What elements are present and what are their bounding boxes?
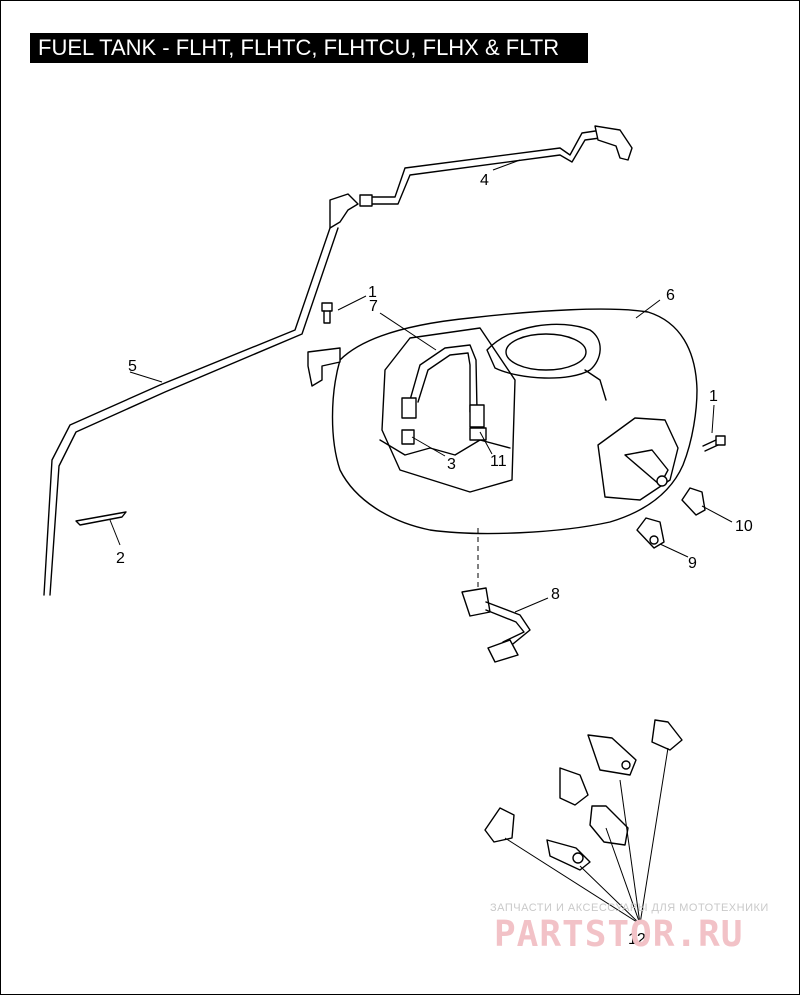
- part-7-crossover-line: [401, 344, 485, 428]
- callout-labels: 1 1 2 3 4 5 6 7 8 9 10 11 12: [116, 172, 753, 948]
- leader-lines: [109, 159, 733, 925]
- callout-12: 12: [628, 931, 646, 948]
- part-2-clip: [75, 511, 127, 526]
- callout-2: 2: [116, 550, 125, 567]
- callout-6: 6: [666, 287, 675, 304]
- callout-8: 8: [551, 586, 560, 603]
- part-11-fitting: [469, 427, 487, 441]
- callout-5: 5: [128, 358, 137, 375]
- part-12-kit: [484, 719, 683, 871]
- callout-1b: 1: [709, 388, 718, 405]
- callout-9: 9: [688, 555, 697, 572]
- callout-4: 4: [480, 172, 489, 189]
- callout-11: 11: [490, 453, 507, 470]
- callout-10: 10: [735, 518, 753, 535]
- part-4-vent-hose: [359, 125, 633, 207]
- part-10-bracket: [681, 487, 706, 516]
- part-8-supply-fitting: [461, 587, 531, 663]
- part-1-screw: [321, 302, 333, 324]
- part-6-fuel-tank: [307, 308, 698, 535]
- part-9-bracket: [636, 517, 665, 549]
- part-3-fitting: [401, 429, 415, 445]
- diagram-title: FUEL TANK - FLHT, FLHTC, FLHTCU, FLHX & …: [30, 33, 588, 63]
- callout-1: 1: [368, 284, 377, 301]
- watermark-logo: PARTSTOR.RU: [494, 914, 744, 955]
- callout-3: 3: [447, 456, 456, 473]
- watermark-tagline: ЗАПЧАСТИ И АКСЕССУАРЫ ДЛЯ МОТОТЕХНИКИ: [490, 902, 769, 914]
- part-5-vent-tube: [43, 193, 359, 596]
- part-1b-screw: [702, 435, 726, 452]
- callout-7: 7: [369, 298, 378, 315]
